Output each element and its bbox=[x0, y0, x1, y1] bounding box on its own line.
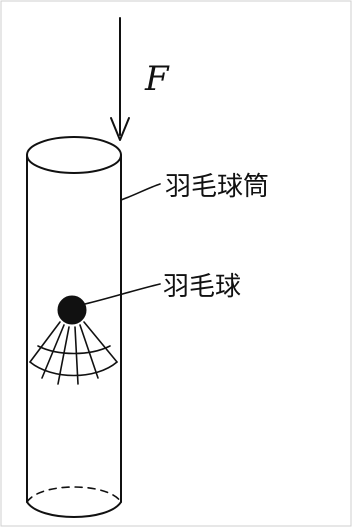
tube-label: 羽毛球筒 bbox=[165, 172, 269, 202]
tube-leader-line bbox=[120, 183, 161, 201]
shuttlecock-skirt-left-edge bbox=[29, 321, 61, 363]
force-arrow-head bbox=[110, 117, 130, 141]
force-arrow bbox=[110, 17, 130, 141]
shuttlecock bbox=[29, 295, 118, 385]
shuttlecock-rim bbox=[29, 361, 118, 377]
shuttlecock-leader-line bbox=[84, 283, 161, 305]
shuttlecock-cork bbox=[57, 295, 87, 325]
shuttlecock-feather-4 bbox=[79, 324, 99, 379]
shuttlecock-label: 羽毛球 bbox=[163, 272, 241, 302]
tube-bottom-rim-front bbox=[26, 501, 122, 518]
shuttlecock-feather-3 bbox=[74, 326, 79, 385]
shuttlecock-band-upper bbox=[37, 345, 111, 355]
tube-top-rim bbox=[26, 136, 122, 174]
shuttlecock-skirt-right-edge bbox=[83, 321, 118, 363]
tube-bottom-rim-back bbox=[26, 486, 122, 503]
force-label: F bbox=[144, 59, 170, 99]
tube bbox=[26, 136, 122, 518]
